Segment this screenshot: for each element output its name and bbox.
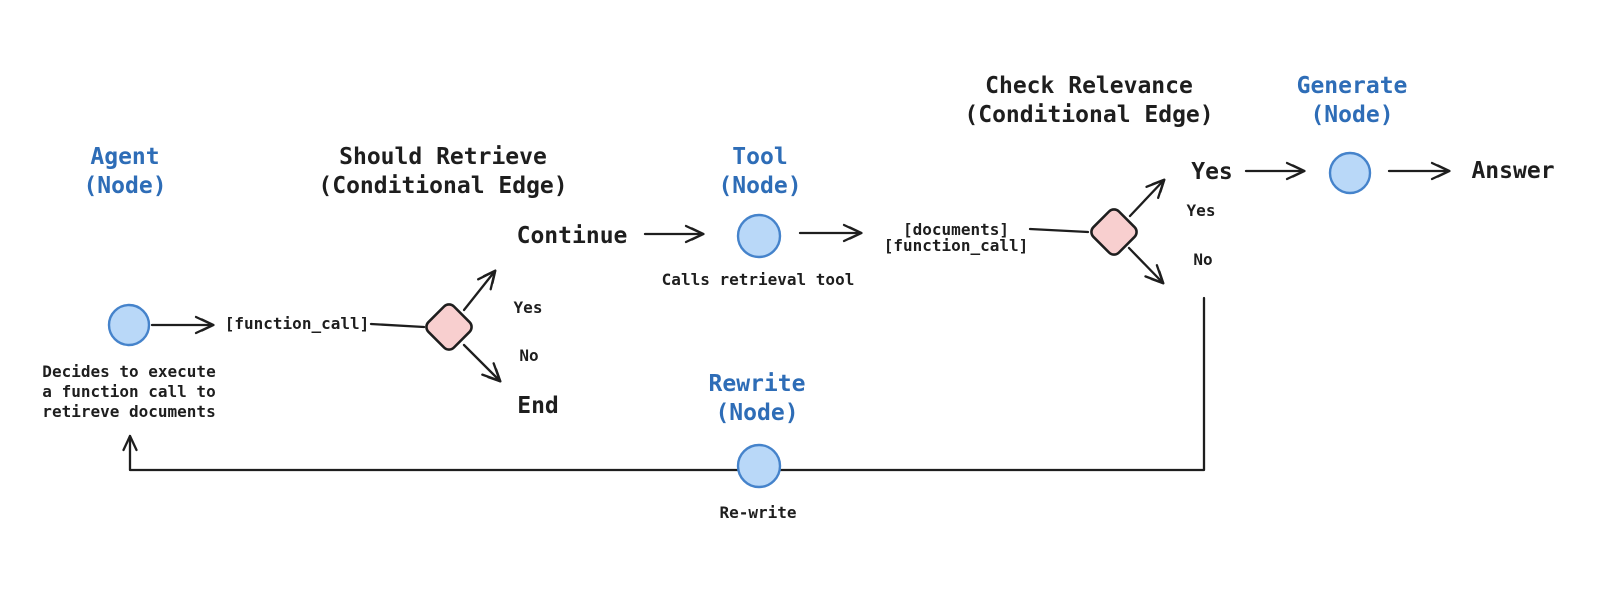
agent-node-circle	[107, 303, 151, 347]
check-relevance-no-label: No	[1193, 250, 1213, 269]
answer-state-label: Answer	[1471, 158, 1555, 184]
title-line: (Node)	[718, 173, 802, 199]
generate-node-circle	[1328, 151, 1372, 195]
state-line: [function_call]	[883, 236, 1029, 255]
caption-line: a function call to	[42, 382, 216, 401]
rewrite-node-title: Rewrite (Node)	[709, 370, 806, 428]
edge-documents-to-check-relevance	[1028, 227, 1090, 234]
title-line: Generate	[1296, 73, 1408, 99]
title-line: Check Relevance	[985, 73, 1193, 99]
title-line: (Node)	[715, 400, 799, 426]
title-line: Should Retrieve	[339, 144, 547, 170]
edge-check-relevance-yes-arrow	[1128, 178, 1166, 218]
check-relevance-yes-small-label: Yes	[1186, 201, 1216, 220]
title-line: Tool	[732, 144, 788, 170]
end-state-label: End	[517, 393, 559, 419]
title-line: (Node)	[1310, 102, 1394, 128]
should-retrieve-decision-diamond	[425, 303, 473, 351]
title-line: (Conditional Edge)	[964, 102, 1214, 128]
agent-node-caption: Decides to execute a function call to re…	[42, 362, 215, 422]
title-line: Rewrite	[708, 371, 806, 397]
title-line: (Node)	[83, 173, 167, 199]
documents-state-label: [documents] [function_call]	[884, 222, 1029, 254]
should-retrieve-title: Should Retrieve (Conditional Edge)	[318, 143, 567, 201]
title-line: (Conditional Edge)	[318, 173, 568, 199]
tool-node-circle	[736, 213, 782, 259]
rewrite-node-circle	[736, 443, 782, 489]
should-retrieve-yes-label: Yes	[513, 298, 543, 317]
edge-function-call-to-should-retrieve	[369, 322, 426, 329]
edge-should-retrieve-yes-arrow	[462, 269, 497, 312]
generate-node-title: Generate (Node)	[1297, 72, 1408, 130]
edge-rewrite-loop-to-agent	[122, 296, 1206, 472]
function-call-state-label: [function_call]	[224, 314, 370, 333]
edge-check-relevance-no-arrow	[1127, 246, 1165, 285]
tool-node-title: Tool (Node)	[718, 143, 801, 201]
check-relevance-title: Check Relevance (Conditional Edge)	[964, 72, 1213, 130]
state-line: [documents]	[903, 220, 1009, 239]
check-relevance-decision-diamond	[1090, 208, 1138, 256]
title-line: Agent	[90, 144, 160, 170]
agent-node-title: Agent (Node)	[83, 143, 166, 201]
should-retrieve-no-label: No	[519, 346, 539, 365]
caption-line: Decides to execute	[42, 362, 216, 381]
check-relevance-yes-label: Yes	[1191, 159, 1233, 185]
edge-should-retrieve-no-arrow	[462, 343, 502, 383]
caption-line: retireve documents	[42, 402, 216, 421]
tool-node-caption: Calls retrieval tool	[661, 270, 855, 289]
continue-edge-label: Continue	[516, 223, 628, 249]
rewrite-node-caption: Re-write	[719, 503, 797, 522]
